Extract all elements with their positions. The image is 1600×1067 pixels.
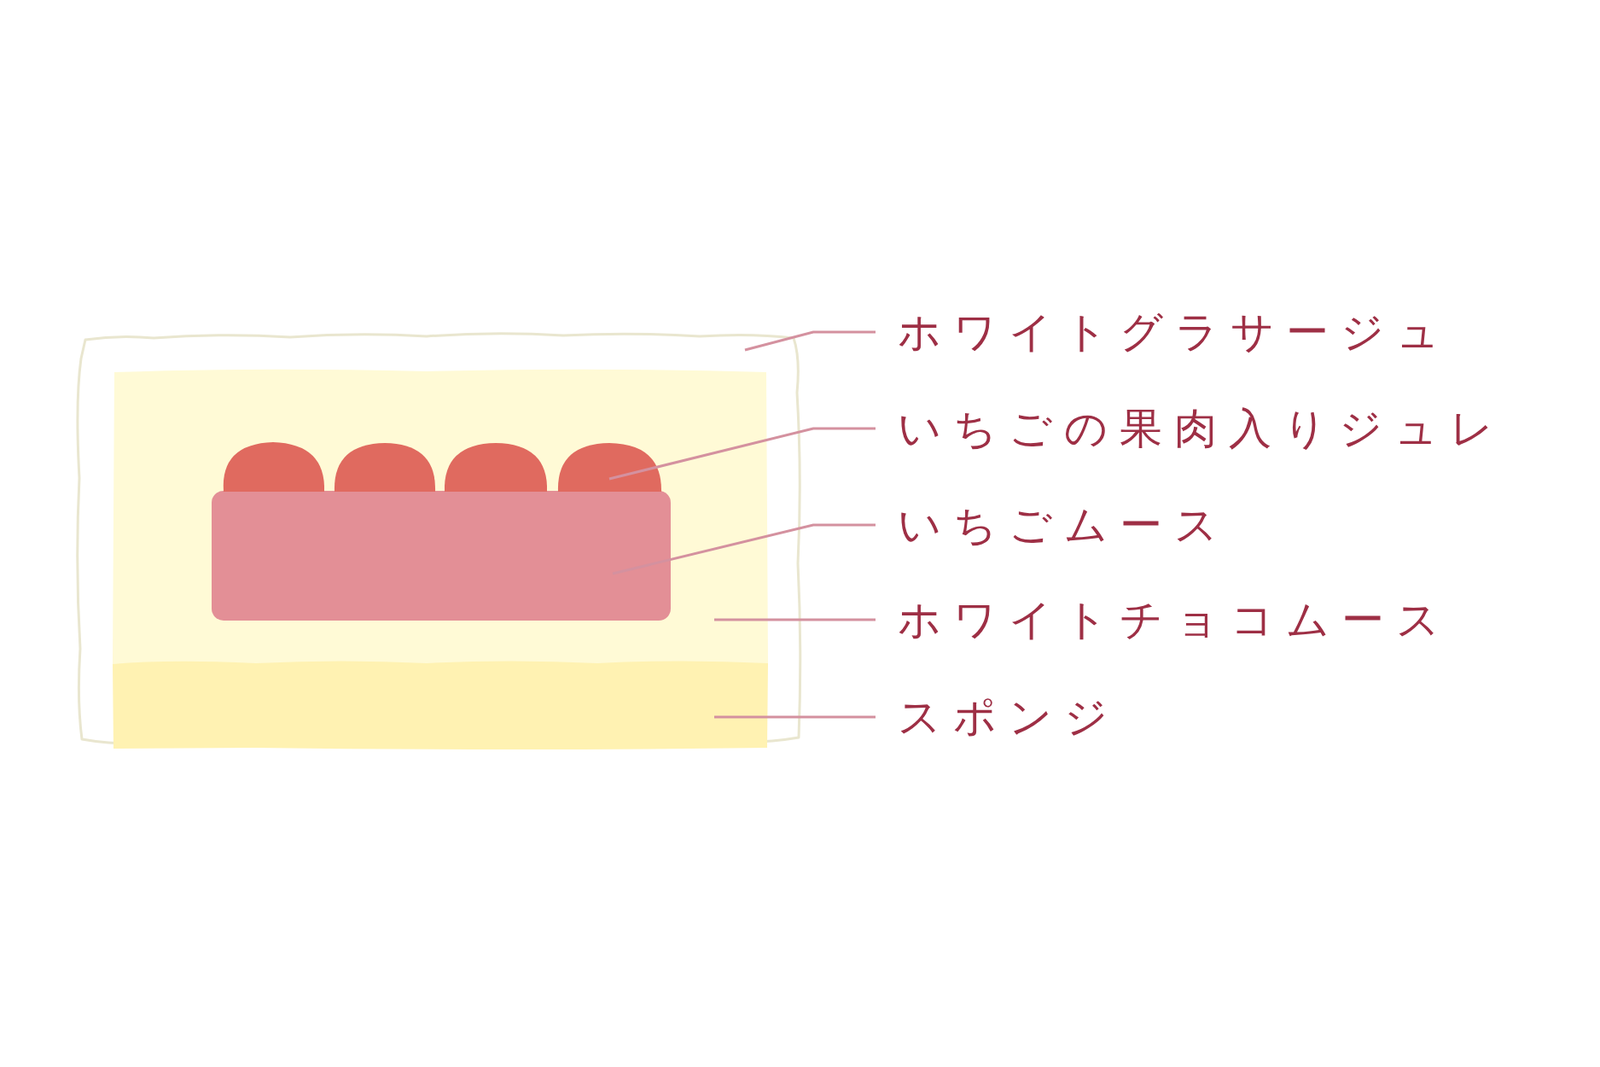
part-label: いちごの果肉入りジュレ xyxy=(897,402,1506,454)
sponge xyxy=(112,661,768,751)
part-label: いちごムース xyxy=(897,499,1230,551)
part-label: スポンジ xyxy=(897,691,1120,743)
part-label: ホワイトチョコムース xyxy=(897,593,1452,646)
strawberry-mousse xyxy=(211,490,671,621)
part-label: ホワイトグラサージュ xyxy=(897,306,1452,358)
white-chocolate-mousse xyxy=(112,369,768,664)
leader-lines xyxy=(609,331,876,717)
strawberry-jelly xyxy=(223,442,662,492)
